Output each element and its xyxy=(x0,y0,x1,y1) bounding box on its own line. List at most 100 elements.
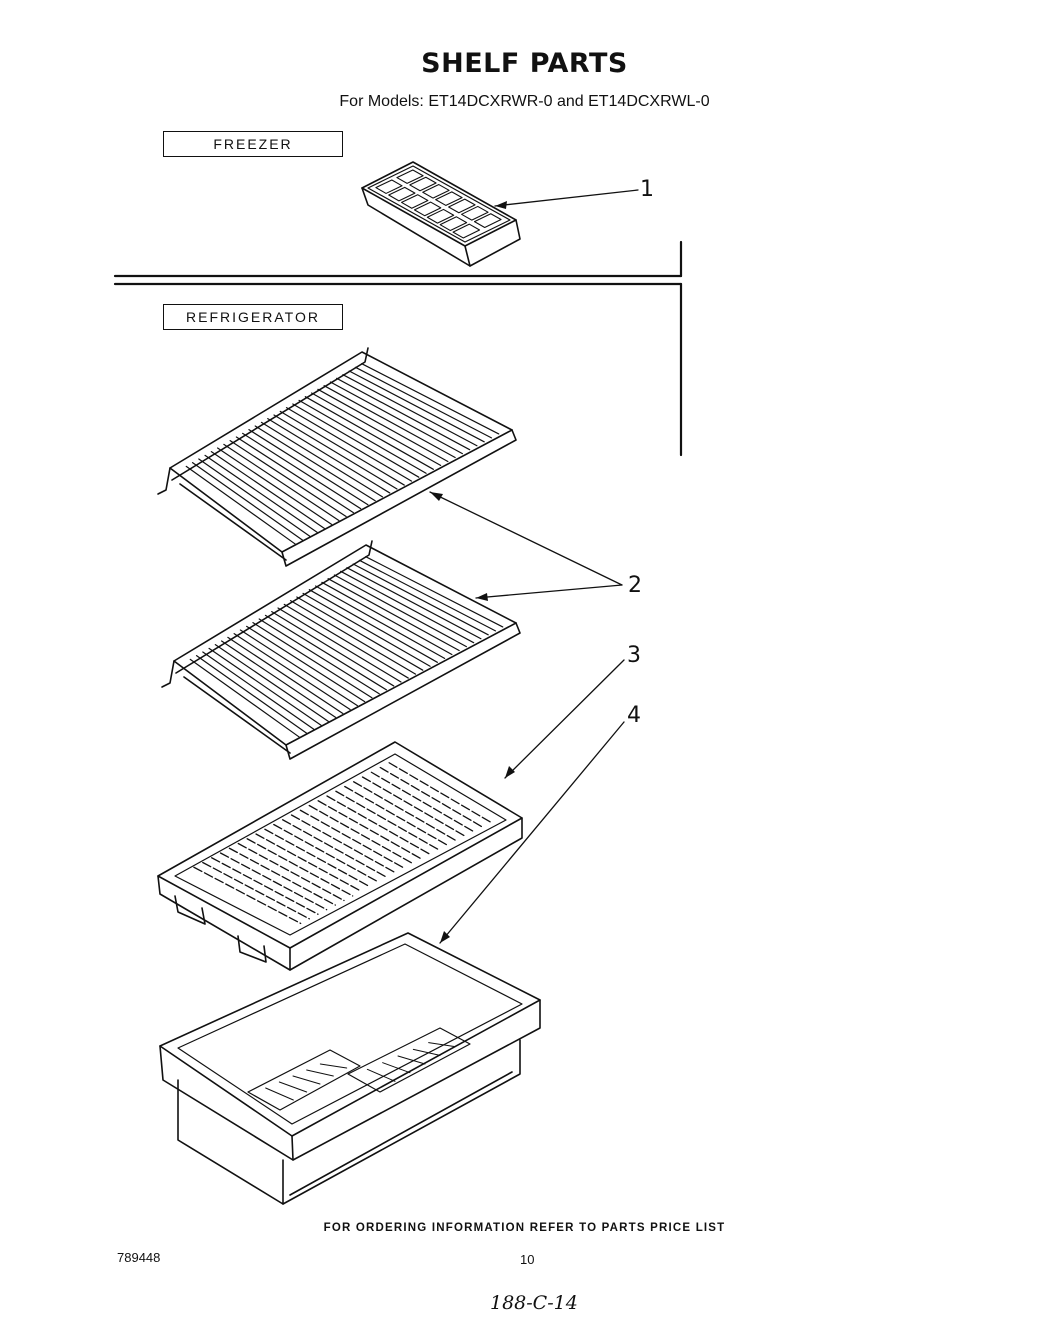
shelf-wire xyxy=(214,644,329,722)
shelf-wire xyxy=(202,651,315,730)
shelf-wire xyxy=(246,625,366,703)
cover-rib xyxy=(290,814,397,874)
cover-rib xyxy=(335,790,440,851)
models-subtitle: For Models: ET14DCXRWR-0 and ET14DCXRWL-… xyxy=(339,93,710,110)
shelf-wire xyxy=(252,622,373,699)
shelf-wire xyxy=(267,418,391,494)
shelf-wire xyxy=(248,429,369,506)
shelf-wire xyxy=(254,425,376,502)
shelf-wire xyxy=(302,592,431,667)
leader-arrowheads xyxy=(430,201,515,943)
ice-cube-cell xyxy=(439,216,468,232)
shelf-wire xyxy=(352,563,489,636)
shelf-side-rail xyxy=(179,483,287,561)
shelf-wire xyxy=(229,440,347,518)
shelf-wire xyxy=(358,559,497,632)
shelf-mount-hook xyxy=(161,660,175,688)
shelf-wire xyxy=(264,614,388,691)
cover-frame xyxy=(157,741,523,949)
shelf-wire xyxy=(195,655,308,734)
cover-rib xyxy=(344,785,449,847)
cover-rib xyxy=(210,857,319,915)
shelf-wire xyxy=(198,458,311,537)
callout-2: 2 xyxy=(628,573,642,598)
shelf-wire xyxy=(221,640,337,719)
ice-cube-cell xyxy=(409,176,437,192)
shelf-back-rail xyxy=(171,347,369,481)
shelf-wire xyxy=(329,381,463,455)
shelf-wire xyxy=(333,574,467,648)
cover-rib xyxy=(299,809,406,870)
ordering-note: FOR ORDERING INFORMATION REFER TO PARTS … xyxy=(323,1222,726,1234)
shelf-wire xyxy=(346,567,482,640)
shelf-side-rail xyxy=(183,676,291,754)
ice-cube-cell xyxy=(422,184,450,199)
cover-rib xyxy=(273,823,380,883)
cover-rib xyxy=(370,771,475,833)
ice-cube-tray xyxy=(361,161,521,267)
drawer-rib xyxy=(265,1087,294,1101)
shelf-wire xyxy=(304,396,434,470)
ice-cube-cell xyxy=(396,169,424,184)
drawer-rib xyxy=(278,1081,308,1093)
ice-cube-cell xyxy=(435,191,463,206)
cover-tab xyxy=(174,895,206,925)
shelf-wire xyxy=(361,363,500,435)
drawer-rib xyxy=(397,1055,426,1065)
ice-cube-cell xyxy=(426,208,455,224)
cover-rib xyxy=(317,800,423,860)
shelf-wire xyxy=(342,374,478,447)
cover-rib xyxy=(361,776,466,837)
drawer-rib xyxy=(428,1042,456,1048)
shelf-wire xyxy=(289,600,417,675)
cover-rib xyxy=(281,819,388,879)
cover-inner-frame xyxy=(174,753,507,936)
page-title: SHELF PARTS xyxy=(421,48,628,79)
cover-rib xyxy=(193,866,302,925)
shelf-wire xyxy=(340,570,475,644)
cover-rib xyxy=(264,828,371,888)
shelf-wire xyxy=(260,421,384,498)
crisper-drawer xyxy=(159,932,541,1205)
drawer-rib xyxy=(319,1063,348,1069)
shelf-back-rail xyxy=(175,540,373,674)
shelf-wire xyxy=(233,633,351,711)
ice-cube-cell xyxy=(473,213,502,229)
cover-rib xyxy=(255,833,362,892)
shelf-wire xyxy=(298,399,427,474)
cover-rib xyxy=(388,762,492,824)
page-number: 10 xyxy=(520,1252,535,1267)
shelf-wire xyxy=(273,414,398,490)
ice-cube-cell xyxy=(388,186,416,202)
callout-3: 3 xyxy=(627,643,641,668)
shelf-wire xyxy=(208,647,322,726)
shelf-wire xyxy=(189,658,300,738)
ice-cube-cell xyxy=(375,179,403,194)
shelf-wire xyxy=(279,410,405,486)
shelf-wire xyxy=(277,607,402,683)
cover-rib xyxy=(202,861,310,920)
shelf-wire xyxy=(223,443,340,522)
refrigerator-section-label: REFRIGERATOR xyxy=(163,304,343,330)
drawer-rib xyxy=(382,1062,411,1074)
shelf-wire xyxy=(365,556,504,628)
cover-rib xyxy=(228,847,336,906)
callout-1: 1 xyxy=(640,177,654,202)
ice-cube-cell xyxy=(413,201,442,217)
shelf-wire xyxy=(242,432,362,510)
shelf-wire xyxy=(315,585,446,660)
cover-tab xyxy=(237,935,267,963)
crisper-cover xyxy=(157,741,523,971)
shelf-wire xyxy=(321,581,453,656)
shelf-wire xyxy=(191,462,304,541)
shelf-wire xyxy=(317,388,449,463)
shelf-wire xyxy=(336,377,471,451)
shelf-wire xyxy=(217,447,333,526)
document-number: 789448 xyxy=(117,1250,161,1265)
section-divider xyxy=(113,240,683,457)
shelf-wire xyxy=(271,611,395,687)
shelf-wire xyxy=(327,578,460,652)
cover-rib xyxy=(379,766,484,828)
shelf-wire xyxy=(235,436,354,514)
